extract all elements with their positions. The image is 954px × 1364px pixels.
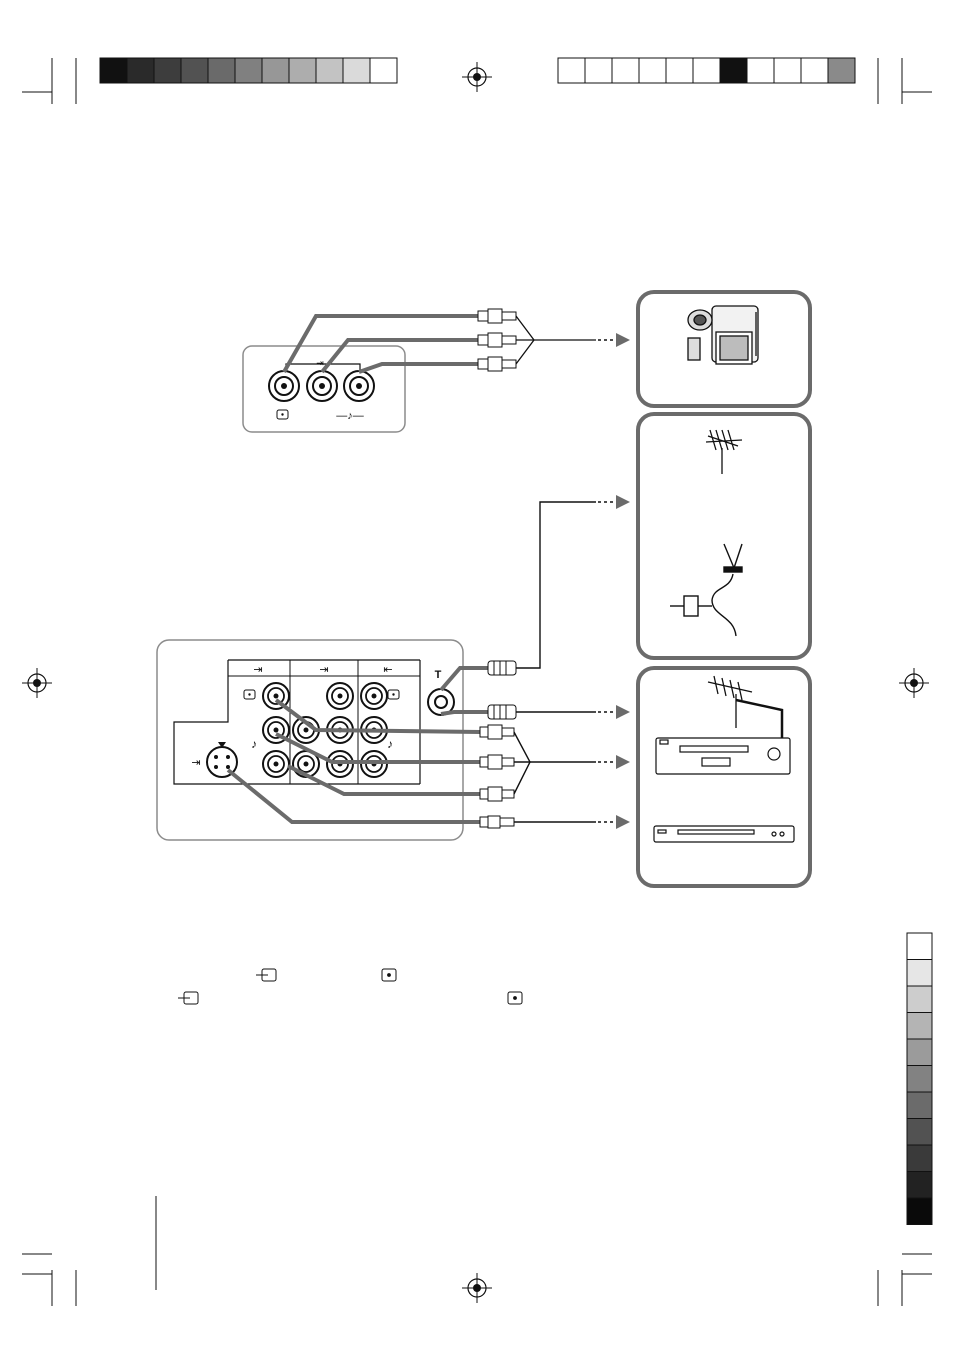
top-left-bar-swatch bbox=[316, 58, 343, 83]
rear-arrows bbox=[598, 495, 630, 829]
right-side-bar-swatch bbox=[907, 1013, 932, 1040]
color-bar-right-side bbox=[907, 933, 932, 1225]
top-left-bar-swatch bbox=[208, 58, 235, 83]
front-video-jack[interactable] bbox=[269, 371, 299, 401]
right-side-bar-swatch bbox=[907, 1145, 932, 1172]
right-side-bar-swatch bbox=[907, 1066, 932, 1093]
registration-mark-icon bbox=[22, 668, 52, 698]
audio-note-icon-right: ♪ bbox=[387, 737, 393, 751]
front-input-panel: ⇥ —♪— bbox=[243, 346, 405, 432]
right-side-bar-swatch bbox=[907, 986, 932, 1013]
front-audio-right-jack[interactable] bbox=[344, 371, 374, 401]
right-side-bar-swatch bbox=[907, 933, 932, 960]
front-cable-arrow bbox=[598, 333, 630, 347]
inline-input-icon-1 bbox=[256, 969, 276, 981]
top-left-bar-swatch bbox=[127, 58, 154, 83]
rear-plugs bbox=[480, 661, 516, 828]
top-left-bar-swatch bbox=[235, 58, 262, 83]
color-bar-top-left bbox=[100, 58, 397, 83]
top-right-bar-swatch bbox=[585, 58, 612, 83]
inline-icons bbox=[178, 969, 522, 1004]
antenna-device bbox=[638, 414, 810, 658]
right-side-bar-swatch bbox=[907, 1198, 932, 1225]
top-left-bar-swatch bbox=[370, 58, 397, 83]
front-cable-bundle bbox=[516, 316, 596, 364]
rear-panel: ⇥ ⇥ ⇤ ♪ ♪ ⇥ T bbox=[157, 640, 463, 840]
top-left-bar-swatch bbox=[262, 58, 289, 83]
color-bar-top-right bbox=[558, 58, 855, 83]
vcr-dvd-device bbox=[638, 668, 810, 886]
right-side-bar-swatch bbox=[907, 1172, 932, 1199]
rear-jack-input-1-audio-right[interactable] bbox=[263, 751, 289, 777]
rear-jack-input-2-video[interactable] bbox=[327, 683, 353, 709]
audio-symbol-icon: —♪— bbox=[336, 410, 364, 422]
registration-mark-icon bbox=[462, 62, 492, 92]
audio-note-icon-left: ♪ bbox=[251, 737, 257, 751]
vcr-icon bbox=[656, 738, 790, 774]
top-right-bar-swatch bbox=[612, 58, 639, 83]
right-side-bar-swatch bbox=[907, 1119, 932, 1146]
inline-video-icon-1 bbox=[382, 969, 396, 981]
registration-mark-icon bbox=[899, 668, 929, 698]
monitor-output-icon: ⇤ bbox=[383, 664, 392, 676]
top-right-bar-swatch bbox=[720, 58, 747, 83]
rf-antenna-label: T bbox=[435, 669, 442, 681]
top-right-bar-swatch bbox=[801, 58, 828, 83]
right-side-bar-swatch bbox=[907, 1092, 932, 1119]
top-left-bar-swatch bbox=[154, 58, 181, 83]
top-right-bar-swatch bbox=[558, 58, 585, 83]
front-audio-left-jack[interactable] bbox=[307, 371, 337, 401]
svideo-input-icon: ⇥ bbox=[191, 757, 200, 769]
front-input-icon: ⇥ bbox=[316, 358, 324, 368]
camcorder-device bbox=[638, 292, 810, 406]
top-left-bar-swatch bbox=[181, 58, 208, 83]
top-right-bar-swatch bbox=[693, 58, 720, 83]
registration-mark-icon bbox=[462, 1273, 492, 1303]
top-right-bar-swatch bbox=[747, 58, 774, 83]
top-right-bar-swatch bbox=[666, 58, 693, 83]
right-side-bar-swatch bbox=[907, 1039, 932, 1066]
top-left-bar-swatch bbox=[100, 58, 127, 83]
inline-input-icon-2 bbox=[178, 992, 198, 1004]
front-rca-plugs bbox=[478, 309, 516, 371]
rear-connection-lines bbox=[514, 502, 596, 822]
dvd-player-icon bbox=[654, 826, 794, 842]
rear-jack-output-video[interactable] bbox=[361, 683, 387, 709]
top-right-bar-swatch bbox=[828, 58, 855, 83]
input-1-icon: ⇥ bbox=[253, 664, 262, 676]
top-right-bar-swatch bbox=[639, 58, 666, 83]
input-2-icon: ⇥ bbox=[319, 664, 328, 676]
inline-video-icon-2 bbox=[508, 992, 522, 1004]
top-left-bar-swatch bbox=[289, 58, 316, 83]
top-right-bar-swatch bbox=[774, 58, 801, 83]
top-left-bar-swatch bbox=[343, 58, 370, 83]
right-side-bar-swatch bbox=[907, 960, 932, 987]
